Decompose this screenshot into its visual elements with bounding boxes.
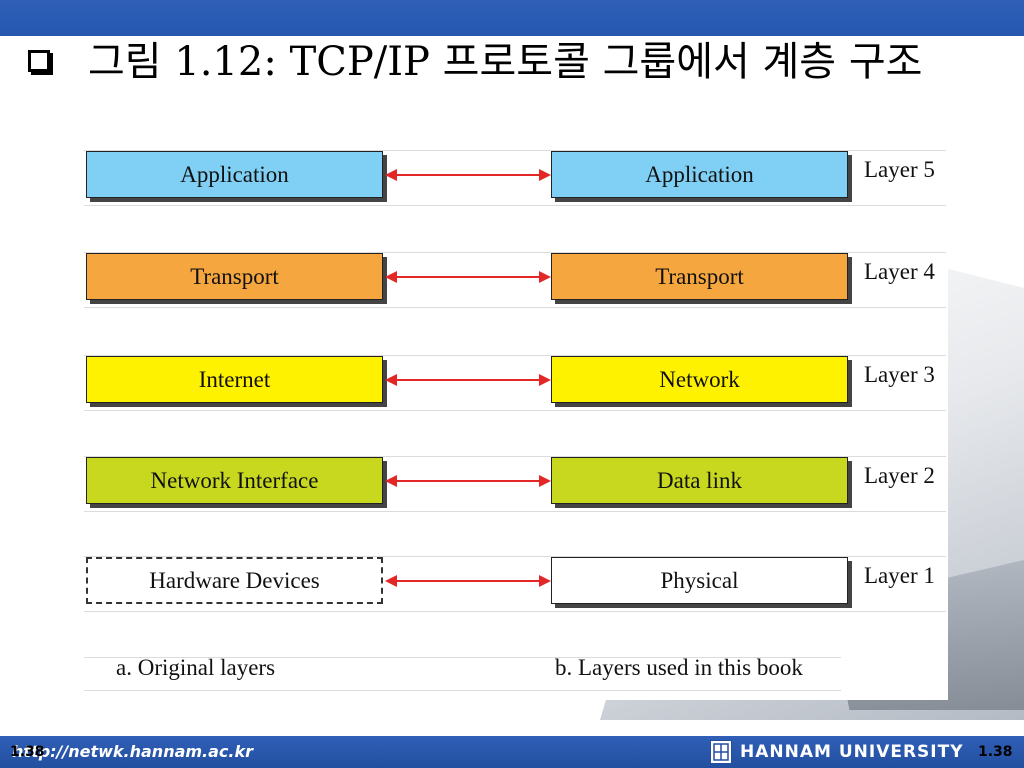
left-layer-label: Application [180,161,289,187]
caption-book-layers: b. Layers used in this book [555,655,803,680]
layer-row: Network Interface Data link Layer 2 [84,456,946,512]
right-layer-label: Network [659,366,740,392]
double-arrow-icon [385,575,551,587]
left-layer-label: Internet [198,366,271,392]
left-layer-box: Internet [86,356,383,403]
layer-number-label: Layer 5 [864,157,935,182]
layer-diagram: Application Application Layer 5 Transpor… [84,150,948,700]
right-layer-label: Data link [657,467,742,493]
layer-number-label: Layer 3 [864,362,935,387]
double-arrow-icon [385,374,551,386]
left-layer-label: Network Interface [150,467,319,493]
layer-number-label: Layer 1 [864,563,935,588]
layer-number-label: Layer 4 [864,259,935,284]
caption-original-layers: a. Original layers [116,655,276,680]
page-number-right: 1.38 [978,744,1013,760]
left-layer-box: Transport [86,253,383,300]
double-arrow-icon [385,475,551,487]
left-layer-box: Network Interface [86,457,383,504]
slide-title: 그림 1.12: TCP/IP 프로토콜 그룹에서 계층 구조 [88,39,923,85]
university-name: HANNAM UNIVERSITY [740,742,964,762]
left-layer-box: Hardware Devices [86,557,383,604]
layer-row: Internet Network Layer 3 [84,355,946,411]
right-layer-label: Physical [660,567,739,593]
right-layer-box: Network [551,356,848,403]
layer-row: Application Application Layer 5 [84,150,946,206]
right-layer-label: Application [645,161,754,187]
layer-number-label: Layer 2 [864,463,935,488]
right-layer-box: Data link [551,457,848,504]
layer-row: Hardware Devices Physical Layer 1 [84,556,946,612]
left-layer-box: Application [86,151,383,198]
square-bullet-icon [28,50,50,72]
footer-url-link[interactable]: http://netwk.hannam.ac.kr [12,742,254,761]
footer-bar: http://netwk.hannam.ac.kr 1.38 HANNAM UN… [0,736,1024,768]
layer-row: Transport Transport Layer 4 [84,252,946,308]
caption-row [84,657,841,691]
left-layer-label: Transport [190,263,279,289]
right-layer-box: Application [551,151,848,198]
left-layer-label: Hardware Devices [149,567,320,593]
right-layer-label: Transport [655,263,744,289]
page-number-left: 1.38 [10,744,45,760]
right-layer-box: Physical [551,557,848,604]
right-layer-box: Transport [551,253,848,300]
double-arrow-icon [385,271,551,283]
university-emblem-icon [710,740,732,764]
double-arrow-icon [385,169,551,181]
top-bar [0,0,1024,36]
